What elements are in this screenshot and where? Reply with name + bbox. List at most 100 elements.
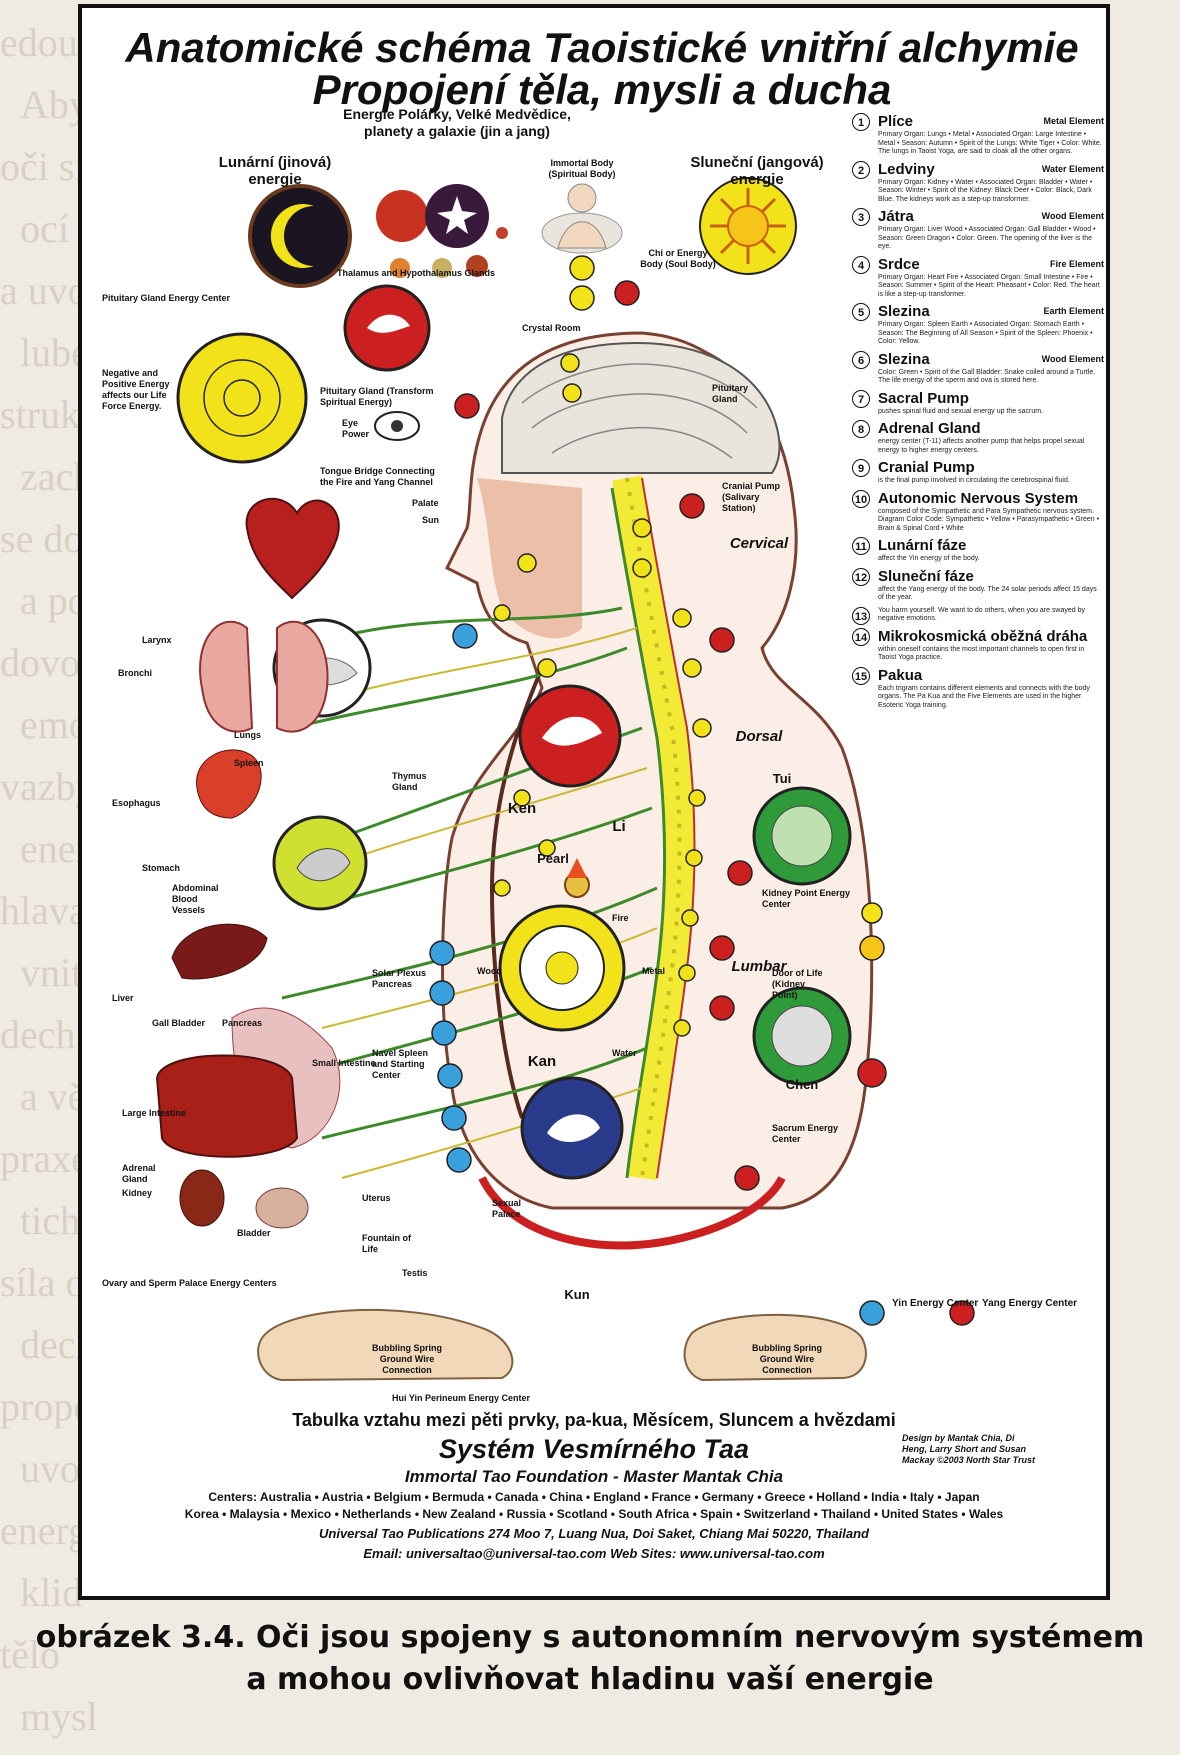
legend-number: 15: [852, 666, 870, 685]
legend-element: Water Element: [1041, 163, 1104, 174]
legend-title: Mikrokosmická oběžná dráha: [878, 627, 1088, 645]
bubbling-right-label: Bubbling Spring Ground Wire Connection: [752, 1343, 822, 1375]
navel-label: Navel Spleen and Starting Center: [372, 1048, 429, 1080]
chi-energy-label: Chi or Energy Body (Soul Body): [640, 248, 716, 269]
legend-text: affect the Yang energy of the body. The …: [878, 585, 1097, 602]
ovary-center-label: Ovary and Sperm Palace Energy Centers: [102, 1278, 277, 1288]
li-label: Li: [612, 818, 626, 835]
yin-center-label: Yin Energy Center: [892, 1298, 979, 1309]
esophagus-label: Esophagus: [112, 798, 161, 808]
legend-number: 12: [852, 567, 870, 586]
legend-number: 11: [852, 537, 870, 555]
bladder-label: Bladder: [237, 1228, 271, 1238]
cervical-label: Cervical: [729, 535, 789, 552]
palate-label: Palate: [412, 498, 439, 508]
metal-label: Metal: [642, 966, 666, 976]
legend-text: Primary Organ: Heart Fire • Associated O…: [878, 273, 1100, 298]
background-text-line: klid: [20, 1570, 83, 1615]
adrenal-label: Adrenal Gland: [122, 1163, 156, 1184]
legend-title: Slezina: [878, 350, 930, 368]
solar-energy-label: Sluneční (jangová) energie: [690, 154, 824, 188]
legend-text: Primary Organ: Liver Wood • Associated O…: [878, 226, 1096, 250]
legend-element: Wood Element: [1041, 211, 1104, 221]
legend-text: pushes spinal fluid and sexual energy up…: [878, 407, 1043, 415]
stomach-label: Stomach: [142, 863, 181, 873]
crystal-room-label: Crystal Room: [522, 323, 581, 333]
ken-label: Ken: [507, 800, 537, 817]
table-line: Tabulka vztahu mezi pěti prvky, pa-kua, …: [292, 1410, 896, 1430]
pituitary-gland-label: Pituitary Gland (Transform Spiritual Ene…: [320, 386, 434, 407]
background-text-line: mysl: [20, 1694, 98, 1739]
legend-number: 9: [852, 459, 870, 477]
door-of-life-label: Door of Life (Kidney Point): [772, 968, 823, 1000]
poster-title: Anatomické schéma Taoistické vnitřní alc…: [125, 24, 1079, 71]
pituitary-center-label: Pituitary Gland Energy Center: [102, 293, 231, 303]
centers-line-1: Centers: Australia • Austria • Belgium •…: [208, 1490, 980, 1504]
legend-number: 7: [852, 389, 870, 408]
foundation: Immortal Tao Foundation - Master Mantak …: [404, 1467, 784, 1486]
legend-element: Earth Element: [1043, 306, 1104, 316]
kidney-point-label: Kidney Point Energy Center: [762, 888, 851, 909]
spleen-label: Spleen: [234, 758, 264, 768]
small-intestine-label: Small Intestine: [312, 1058, 376, 1068]
tongue-bridge-label: Tongue Bridge Connecting the Fire and Ya…: [320, 466, 435, 487]
hui-yin-label: Hui Yin Perineum Energy Center: [392, 1393, 531, 1403]
legend-number: 6: [852, 350, 870, 369]
legend-text: Primary Organ: Kidney • Water • Associat…: [878, 178, 1093, 203]
thymus-label: Thymus Gland: [392, 771, 427, 792]
sexual-palace-label: Sexual Palace: [492, 1198, 522, 1219]
chen-label: Chen: [785, 1077, 819, 1092]
legend-title: Cranial Pump: [878, 459, 975, 476]
testis-label: Testis: [402, 1268, 428, 1278]
legend-title: Ledviny: [878, 160, 935, 178]
pituitary-right-label: Pituitary Gland: [712, 383, 749, 404]
poster-subtitle: Propojení těla, mysli a ducha: [312, 66, 892, 113]
lungs-label: Lungs: [234, 730, 261, 740]
system-title: Systém Vesmírného Taa: [438, 1434, 750, 1464]
tui-label: Tui: [772, 771, 792, 786]
legend-text: is the final pump involved in circulatin…: [878, 477, 1070, 484]
legend-text: Each trigram contains different elements…: [878, 684, 1090, 709]
legend-element: Metal Element: [1043, 116, 1104, 126]
thalamus-label: Thalamus and Hypothalamus Glands: [337, 268, 496, 278]
cranial-pump-label: Cranial Pump (Salivary Station): [722, 481, 781, 513]
sun-label: Sun: [422, 515, 439, 525]
legend-number: 3: [852, 208, 870, 226]
legend-element: Fire Element: [1049, 258, 1104, 269]
larynx-label: Larynx: [142, 635, 172, 645]
legend-text: Primary Organ: Lungs • Metal • Associate…: [878, 131, 1102, 155]
lunar-energy-label: Lunární (jinová) energie: [218, 154, 332, 188]
kan-label: Kan: [527, 1053, 557, 1070]
legend-title: Pakua: [878, 666, 923, 684]
legend-title: Játra: [878, 208, 914, 225]
legend-number: 10: [852, 489, 870, 508]
abdominal-label: Abdominal Blood Vessels: [172, 883, 219, 915]
poster: Anatomické schéma Taoistické vnitřní alc…: [78, 4, 1110, 1600]
legend-title: Sacral Pump: [878, 389, 969, 407]
pancreas-label: Pancreas: [222, 1018, 263, 1028]
fire-label: Fire: [612, 913, 629, 923]
negative-positive-label: Negative and Positive Energy affects our…: [102, 368, 170, 411]
legend-title: Sluneční fáze: [878, 567, 974, 585]
centers-line-2: Korea • Malaysia • Mexico • Netherlands …: [184, 1507, 1004, 1521]
gall-label: Gall Bladder: [152, 1018, 206, 1028]
immortal-body-label: Immortal Body (Spiritual Body): [548, 158, 616, 179]
top-center-label: Energie Polárky, Velké Medvědice, planet…: [343, 106, 571, 139]
legend-text: affect the Yin energy of the body.: [878, 555, 980, 562]
lumbar-label: Lumbar: [731, 958, 787, 975]
fountain-label: Fountain of Life: [362, 1233, 411, 1254]
figure-caption-line-1: obrázek 3.4. Oči jsou spojeny s autonomn…: [35, 1620, 1145, 1655]
